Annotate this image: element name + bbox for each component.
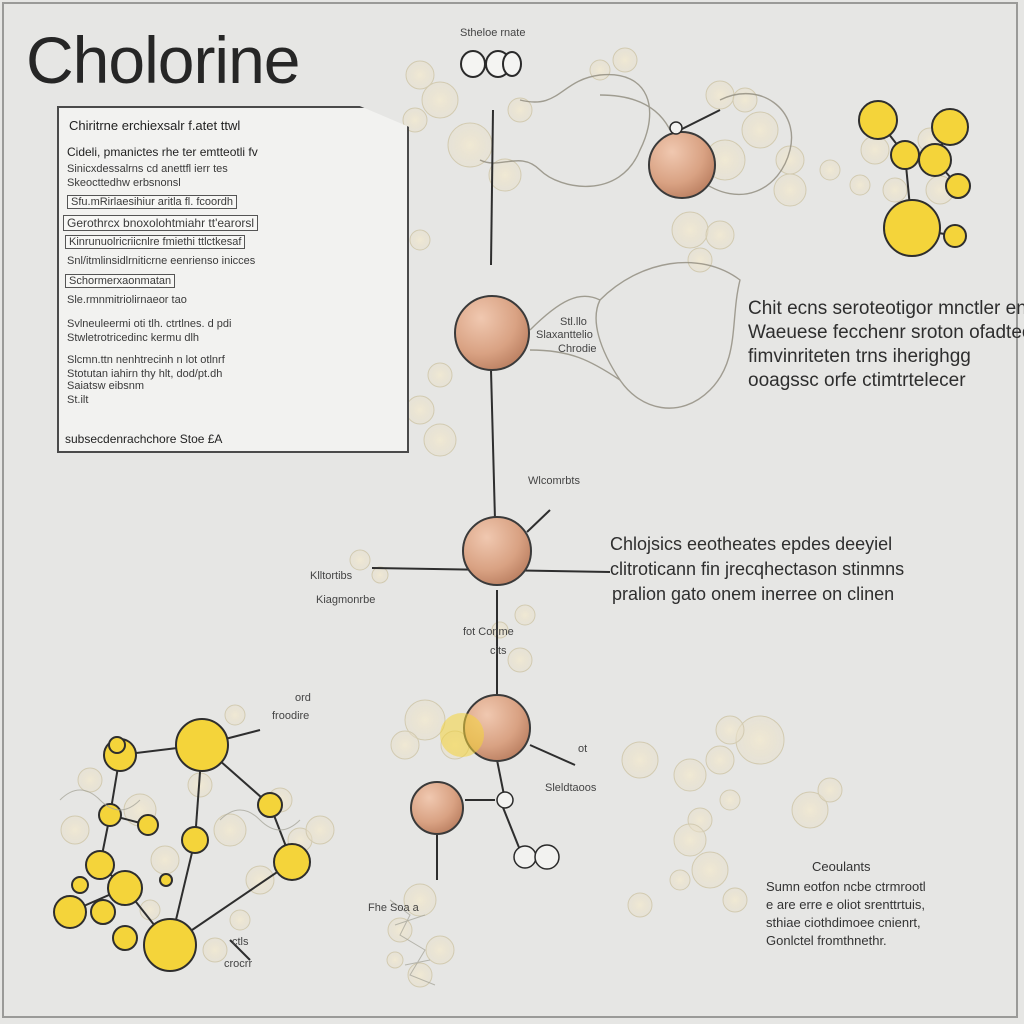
yellow-glow (440, 713, 484, 757)
bottom-note-line: sthiae ciothdimoee cnienrt, (766, 915, 921, 930)
node-upper-label-c: Chrodie (558, 343, 597, 355)
bottom-note-line: Gonlctel fromthnethr. (766, 933, 887, 948)
left-label-a: ord (295, 692, 311, 704)
center-caption-line: Chlojsics eeotheates epdes deeyiel (610, 534, 893, 554)
panel-line: Snl/itmlinsidlrniticrne eenrienso inicce… (67, 255, 256, 267)
panel-line: Saiatsw eibsnm (67, 380, 145, 392)
panel-line: St.ilt (67, 394, 89, 406)
panel-line: Sle.rmnmitriolirnaeor tao (67, 294, 187, 306)
node-upper-label-a: Stl.llo (560, 316, 587, 328)
bottom-note-line: e are erre e oliot srenttrtuis, (766, 897, 925, 912)
right-description-line: Waeuese fecchenr sroton ofadtecal (748, 322, 1024, 343)
panel-line: Kinrunuolricriicnlre fmiethi ttlctkesaf (65, 235, 246, 249)
top-ring-label: Stheloe rnate (460, 27, 526, 39)
small-ring-bubbles (496, 121, 683, 870)
yellow-network-bottom-left (53, 718, 311, 972)
copper-nodes (410, 131, 716, 835)
center-caption-line: pralion gato onem inerree on clinen (612, 584, 895, 604)
center-caption-line: clitroticann fin jrecqhectason stinmns (610, 559, 905, 579)
panel-line: Gerothrcx bnoxolohtmiahr tt'earorsl (63, 215, 259, 231)
node-center-label: Wlcomrbts (528, 475, 580, 487)
cross-label-b: Kiagmonrbe (316, 594, 376, 606)
right-description-line: fimvinriteten trns iherighgg (748, 346, 971, 367)
panel-line: Sfu.mRirlaesihiur aritla fl. fcoordh (67, 195, 238, 209)
node-upper (454, 295, 530, 371)
right-description-line: ooagssc orfe ctimtrtelecer (748, 370, 966, 391)
panel-line: Sinicxdessalrns cd anettfl ierr tes (67, 163, 228, 175)
mid-label-a: fot Conme (463, 626, 514, 638)
bottom-note-title: Ceoulants (812, 859, 871, 874)
bond-lines (371, 109, 721, 880)
panel-line: Skeocttedhw erbsnonsl (67, 177, 181, 189)
yellow-cluster-top-right (858, 100, 971, 257)
bottom-note-line: Sumn eotfon ncbe ctrmrootl (766, 879, 926, 894)
lower-right-label: Sleldtaoos (545, 782, 597, 794)
panel-line: Stwletrotricedinc kermu dlh (67, 332, 200, 344)
panel-line: Slcmn.ttn nenhtrecinh n lot otlnrf (67, 354, 225, 366)
node-upper-label-b: Slaxanttelio (536, 329, 593, 341)
node-bottom (410, 781, 464, 835)
wave-outlines (479, 73, 793, 409)
panel-footer: subsecdenrachchore Stoe £A (65, 432, 223, 446)
bottom-left-label-a: ctls (232, 936, 249, 948)
info-panel: Chiritrne erchiexsalr f.atet ttwl Cideli… (57, 106, 409, 453)
mid-label-b: cits (490, 645, 507, 657)
node-center (462, 516, 532, 586)
page-title: Cholorine (26, 23, 300, 97)
bottom-left-label-b: crocrr (224, 958, 253, 970)
panel-subheader: Cideli, pmanictes rhe ter emtteotli fv (67, 145, 258, 159)
lower-right-tick-label: ot (578, 743, 588, 755)
panel-line: Schormerxaonmatan (65, 274, 176, 288)
cross-label-a: Klltortibs (310, 570, 353, 582)
panel-line: Svlneuleermi oti tlh. ctrtlnes. d pdi (67, 318, 232, 330)
background-bubble-clouds (60, 47, 955, 988)
panel-line: Stotutan iahirn thy hlt, dod/pt.dh (67, 368, 223, 380)
bottom-center-label: Fhe Soa a (368, 902, 419, 914)
top-ring-pair (460, 50, 522, 78)
right-description-line: Chit ecns seroteotigor mnctler ents (748, 298, 1024, 319)
node-upper-right (648, 131, 716, 199)
left-label-b: froodire (272, 710, 310, 722)
panel-header: Chiritrne erchiexsalr f.atet ttwl (69, 118, 241, 133)
